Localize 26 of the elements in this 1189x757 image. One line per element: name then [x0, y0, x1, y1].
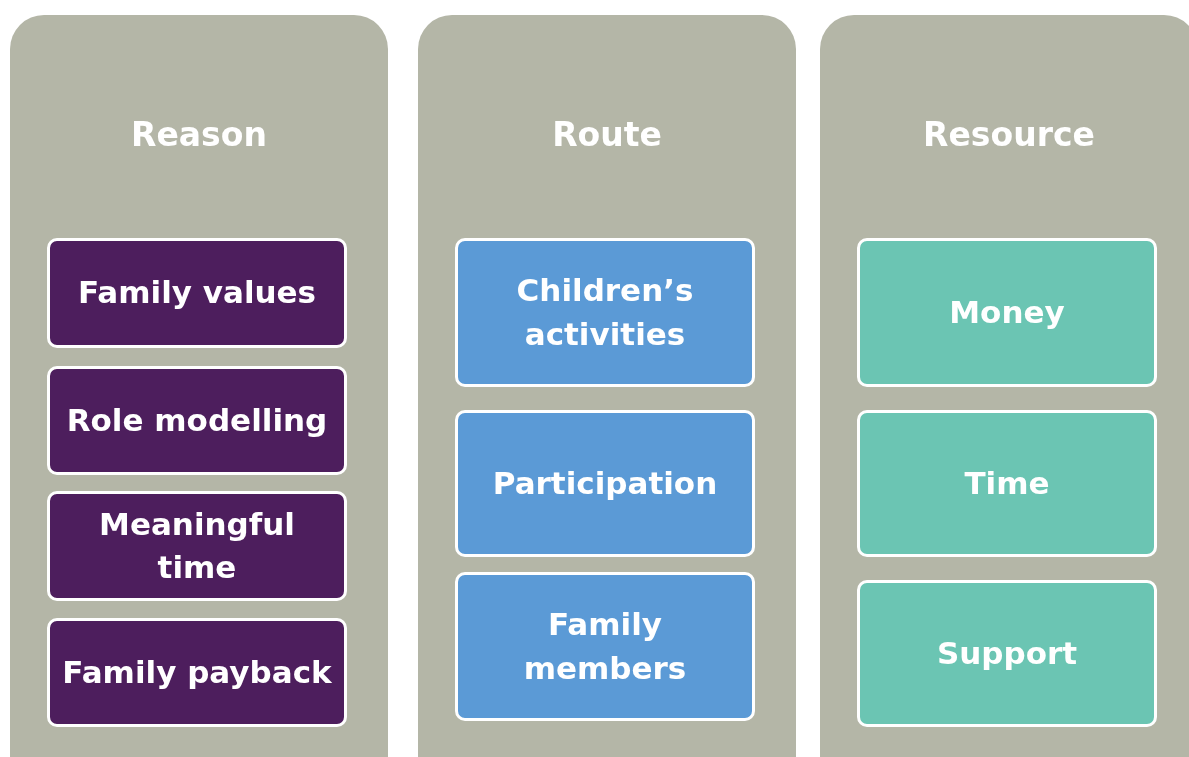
category-box [857, 238, 1157, 387]
box-label: Money [948, 292, 1066, 332]
category-box [857, 580, 1157, 727]
box-label: Family values [76, 273, 318, 313]
box-label: Participation [491, 463, 719, 503]
column-heading: Resource [922, 115, 1096, 154]
column-heading: Reason [130, 115, 268, 154]
box-label: Family members [522, 605, 688, 688]
box-label: Meaningful time [98, 504, 296, 587]
category-box [455, 410, 755, 557]
box-label: Role modelling [65, 400, 329, 440]
box-label: Time [963, 463, 1051, 503]
category-box [47, 618, 347, 727]
box-label: Family payback [61, 652, 333, 692]
column-panel [10, 15, 388, 757]
category-box [455, 238, 755, 387]
category-box [455, 572, 755, 721]
box-label: Support [935, 633, 1079, 673]
category-box [47, 491, 347, 601]
box-label: Children’s activities [515, 271, 695, 354]
column-heading: Route [551, 115, 663, 154]
category-box [47, 238, 347, 348]
category-box [857, 410, 1157, 557]
category-box [47, 366, 347, 475]
column-panel [418, 15, 796, 757]
column-panel [820, 15, 1189, 757]
